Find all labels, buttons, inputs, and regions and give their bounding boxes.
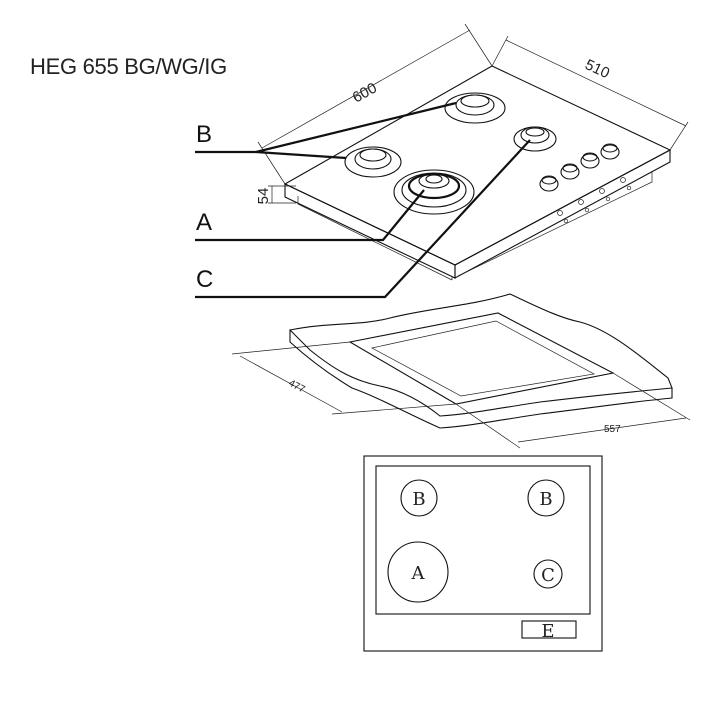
plan-burner-front-right bbox=[533, 559, 563, 589]
callout-b-label: B bbox=[196, 121, 212, 148]
burner-back-right bbox=[513, 126, 557, 152]
dim-600-lines bbox=[257, 23, 493, 185]
hob-front-face bbox=[284, 183, 456, 279]
cutout-opening bbox=[348, 312, 615, 405]
dim-510-lines bbox=[491, 35, 689, 151]
countertop-thickness bbox=[289, 330, 673, 429]
plan-inner-frame bbox=[375, 465, 591, 615]
dim-557-lines bbox=[455, 372, 691, 449]
plan-label-front-right: C bbox=[541, 565, 555, 586]
hob-isometric-view: 600 510 54 bbox=[195, 23, 689, 299]
callout-c-label: C bbox=[196, 266, 213, 293]
plan-label-front-left: A bbox=[411, 563, 426, 584]
callout-leaders bbox=[195, 101, 531, 299]
front-panel-holes bbox=[557, 177, 632, 224]
knob-3 bbox=[580, 152, 600, 169]
dim-54-label: 54 bbox=[255, 188, 272, 205]
plan-burner-back-left bbox=[400, 479, 438, 517]
countertop-surface bbox=[288, 293, 673, 417]
knob-2 bbox=[560, 163, 580, 180]
hob-top-surface bbox=[283, 65, 672, 266]
control-knobs bbox=[539, 143, 620, 192]
dim-557-label: 557 bbox=[604, 424, 621, 435]
plan-burner-back-right bbox=[527, 479, 565, 517]
plan-label-control-panel: E bbox=[541, 621, 554, 642]
plan-view bbox=[363, 455, 603, 652]
countertop-cutout-view: 477 557 bbox=[231, 293, 691, 449]
plan-burner-front-left bbox=[387, 541, 449, 603]
plan-outer-frame bbox=[363, 455, 603, 652]
cutout-inner-edge bbox=[371, 320, 596, 397]
model-title: HEG 655 BG/WG/IG bbox=[30, 54, 227, 79]
burner-wok bbox=[393, 169, 475, 215]
plan-label-back-right: B bbox=[539, 489, 552, 510]
burner-middle-left bbox=[344, 146, 402, 178]
callout-a-label: A bbox=[196, 209, 212, 236]
plan-label-back-left: B bbox=[412, 489, 425, 510]
knob-4 bbox=[600, 143, 620, 160]
burner-back-left bbox=[444, 92, 506, 124]
hob-base-box bbox=[297, 172, 653, 281]
knob-1 bbox=[539, 175, 559, 192]
plan-control-panel bbox=[521, 620, 577, 639]
dim-477-label: 477 bbox=[287, 378, 307, 396]
dim-54-lines bbox=[268, 185, 296, 204]
dim-477-lines bbox=[231, 341, 457, 415]
